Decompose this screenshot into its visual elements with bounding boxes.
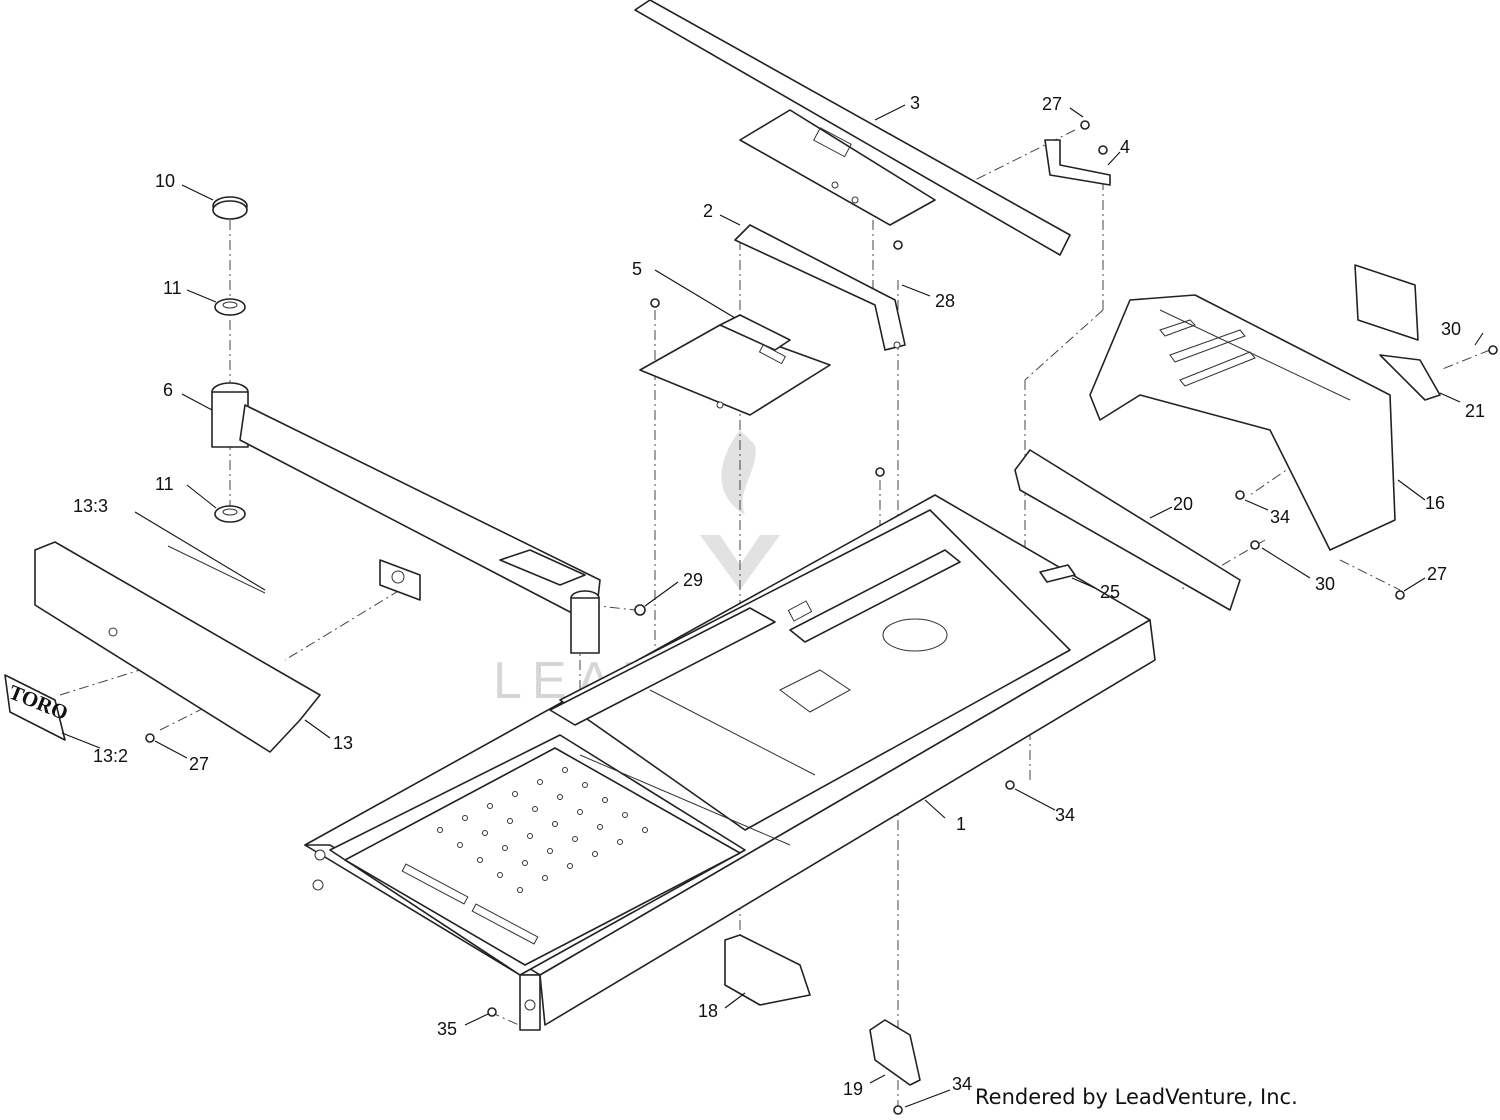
callout-30-top: 30 <box>1441 319 1461 339</box>
callout-27-top: 27 <box>1042 94 1062 114</box>
part-bearing-upper <box>214 298 246 316</box>
part-lower-bracket-19 <box>869 1019 921 1086</box>
part-rear-cross-bracket <box>634 0 1071 256</box>
callout-21: 21 <box>1465 401 1485 421</box>
callout-27-right: 27 <box>1427 564 1447 584</box>
callout-16: 16 <box>1425 493 1445 513</box>
callout-19: 19 <box>843 1079 863 1099</box>
callout-35: 35 <box>437 1019 457 1039</box>
part-main-frame <box>304 494 1156 1031</box>
callout-3: 3 <box>910 93 920 113</box>
callout-34-mid: 34 <box>1055 805 1075 825</box>
part-angle-bracket-4 <box>1044 139 1111 186</box>
part-brand-decal: TORO <box>4 674 71 741</box>
callout-1: 1 <box>956 814 966 834</box>
part-mount-plate-5 <box>639 314 831 416</box>
part-bracket-21 <box>1379 354 1441 401</box>
callout-leaders <box>61 104 1484 1108</box>
callout-11-lower: 11 <box>155 474 174 494</box>
callout-13: 13 <box>333 733 353 753</box>
callout-labels: 1 2 3 4 5 6 10 11 11 13 13:2 13:3 16 18 … <box>73 93 1485 1099</box>
callout-6: 6 <box>163 380 173 400</box>
part-decal-25 <box>1039 564 1076 583</box>
callout-2: 2 <box>703 201 713 221</box>
part-lower-bracket-18 <box>724 934 811 1006</box>
callout-20: 20 <box>1173 494 1193 514</box>
callout-13-3: 13:3 <box>73 496 108 516</box>
part-crossbar-20 <box>1014 449 1241 611</box>
part-front-shield <box>34 541 321 753</box>
callout-13-2: 13:2 <box>93 746 128 766</box>
callout-34-upper: 34 <box>1270 507 1290 527</box>
fasteners <box>145 120 1498 1115</box>
part-front-axle <box>211 382 601 654</box>
callout-30-mid: 30 <box>1315 574 1335 594</box>
callout-28: 28 <box>935 291 955 311</box>
callout-29: 29 <box>683 570 703 590</box>
callout-27-left: 27 <box>189 754 209 774</box>
part-dust-cap <box>212 196 248 220</box>
callout-5: 5 <box>632 259 642 279</box>
part-rear-hood <box>1089 264 1419 551</box>
part-bearing-lower <box>214 505 246 523</box>
callout-25: 25 <box>1100 582 1120 602</box>
callout-11-upper: 11 <box>163 278 182 298</box>
render-credit: Rendered by LeadVenture, Inc. <box>975 1085 1298 1109</box>
floor-perforation-pattern <box>437 767 648 893</box>
callout-4: 4 <box>1120 137 1130 157</box>
part-bracket-2 <box>734 224 906 351</box>
callout-34-bottom: 34 <box>952 1074 972 1094</box>
callout-10: 10 <box>155 171 175 191</box>
callout-18: 18 <box>698 1001 718 1021</box>
